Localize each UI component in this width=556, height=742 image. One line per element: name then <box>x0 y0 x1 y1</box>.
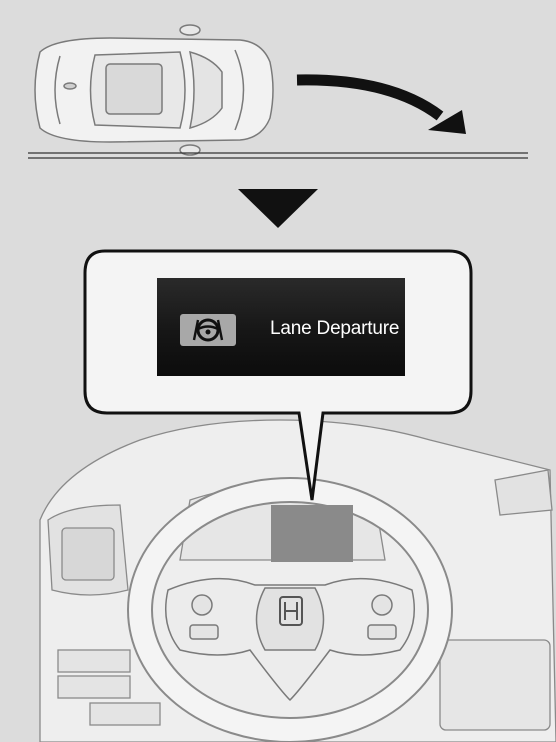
dashboard <box>39 419 556 742</box>
cluster-display-highlight <box>271 505 353 562</box>
lane-departure-steering-icon <box>192 318 224 342</box>
car-top-view <box>34 24 274 156</box>
turn-arrow <box>296 74 466 134</box>
multi-info-display: Lane Departure <box>157 278 405 376</box>
steering-wheel <box>127 477 453 742</box>
lane-departure-message: Lane Departure <box>270 318 400 339</box>
lane-departure-icon-box <box>180 314 236 346</box>
down-arrow-triangle <box>238 189 318 228</box>
